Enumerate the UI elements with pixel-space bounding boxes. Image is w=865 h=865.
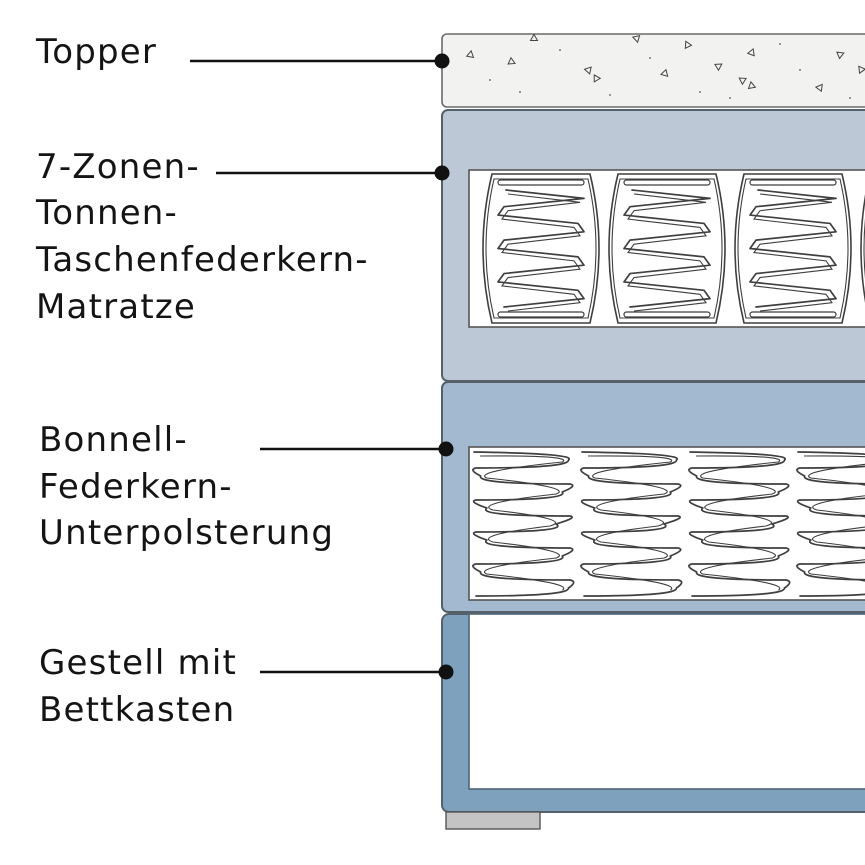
- foam-dot: [609, 94, 611, 96]
- foam-speckle: [858, 65, 865, 75]
- foam-speckle: [631, 34, 641, 44]
- bed-box-compartment: [468, 613, 865, 790]
- mattress-label-line-1: 7-Zonen-: [36, 147, 200, 187]
- foam-dot: [649, 57, 651, 59]
- topper-foam-texture: [465, 33, 865, 99]
- foam-speckle: [814, 83, 823, 93]
- bonnell-coil: [472, 451, 575, 597]
- pocket-bottom-ring: [623, 311, 711, 318]
- bonnell-coil-inner: [479, 455, 565, 591]
- bonnell-coil-inner: [803, 455, 865, 582]
- leader-lines: [190, 53, 454, 680]
- foam-speckle: [746, 47, 755, 57]
- frame-layer: [441, 613, 865, 830]
- bonnell-coil: [796, 451, 865, 597]
- pocket-top-ring: [623, 179, 711, 186]
- pocket-coil: [623, 189, 711, 308]
- bonnell-coil: [688, 451, 791, 597]
- bonnell-coil-inner: [695, 455, 781, 591]
- underlay-layer: [441, 381, 865, 613]
- pocket-coil: [749, 189, 837, 308]
- bonnell-coil: [580, 451, 683, 597]
- mattress-label-line-4: Matratze: [36, 287, 196, 327]
- mattress-layer: [441, 109, 865, 382]
- underlay-label-line-2: Federkern-: [39, 467, 233, 507]
- foam-speckle: [714, 63, 723, 72]
- foam-speckle: [529, 33, 539, 41]
- underlay-label-line-3: Unterpolsterung: [39, 513, 334, 553]
- pocket-outline: [734, 173, 852, 324]
- pocket-inner-outline: [485, 178, 597, 319]
- frame-label-line-1: Gestell mit: [39, 643, 237, 683]
- bonnell-spring: [580, 451, 683, 597]
- foam-speckle: [659, 68, 669, 78]
- topper-label-line-1: Topper: [35, 32, 157, 72]
- topper-leader-dot: [434, 53, 450, 69]
- pocket-spring: [482, 173, 600, 324]
- foam-speckle: [836, 51, 845, 60]
- mattress-leader-dot: [434, 165, 450, 181]
- pocket-bottom-ring: [497, 311, 585, 318]
- foam-speckle: [738, 77, 747, 86]
- topper-label: Topper: [35, 32, 157, 72]
- foam-dot: [849, 97, 851, 99]
- foam-dot: [779, 43, 781, 45]
- mattress-label: 7-Zonen- Tonnen- Taschenfederkern- Matra…: [35, 147, 381, 327]
- foam-dot: [799, 69, 801, 71]
- pocket-outline: [860, 194, 865, 303]
- pocket-inner-outline: [737, 178, 849, 319]
- pocket-top-ring: [749, 179, 837, 186]
- pocket-bottom-ring: [749, 311, 837, 318]
- mattress-label-line-3: Taschenfederkern-: [35, 240, 369, 280]
- underlay-leader-dot: [438, 441, 454, 457]
- frame-label-line-2: Bettkasten: [39, 690, 235, 730]
- foam-speckle: [747, 80, 757, 90]
- pocket-inner-outline: [611, 178, 723, 319]
- bonnell-spring: [688, 451, 791, 597]
- foam-speckle: [593, 74, 602, 83]
- bonnell-coil-inner: [587, 455, 673, 591]
- pocket-coil-inner: [501, 193, 581, 312]
- foam-dot: [729, 97, 731, 99]
- underlay-label: Bonnell- Federkern- Unterpolsterung: [39, 420, 334, 553]
- foam-speckle: [465, 49, 475, 59]
- bonnell-springs: [472, 451, 865, 597]
- foam-dot: [489, 79, 491, 81]
- foam-dot: [699, 91, 701, 93]
- pocket-coil: [497, 189, 585, 308]
- foam-speckle: [507, 56, 516, 65]
- bed-foot: [445, 811, 541, 830]
- frame-leader-dot: [438, 664, 454, 680]
- pocket-coil-inner: [753, 193, 833, 312]
- foam-dot: [519, 91, 521, 93]
- pocket-coil-inner: [627, 193, 707, 312]
- foam-dot: [559, 49, 561, 51]
- pocket-spring: [608, 173, 726, 324]
- pocket-springs: [482, 173, 865, 324]
- pocket-outline: [482, 173, 600, 324]
- mattress-label-line-2: Tonnen-: [35, 193, 178, 233]
- topper-layer: [441, 33, 865, 108]
- foam-speckle: [684, 40, 693, 50]
- pocket-outline: [608, 173, 726, 324]
- foam-speckle: [583, 66, 592, 75]
- underlay-label-line-1: Bonnell-: [39, 420, 188, 460]
- bonnell-spring: [796, 451, 865, 597]
- topper-body: [441, 33, 865, 108]
- frame-label: Gestell mit Bettkasten: [39, 643, 249, 730]
- bonnell-spring: [472, 451, 575, 597]
- pocket-spring: [734, 173, 852, 324]
- pocket-top-ring: [497, 179, 585, 186]
